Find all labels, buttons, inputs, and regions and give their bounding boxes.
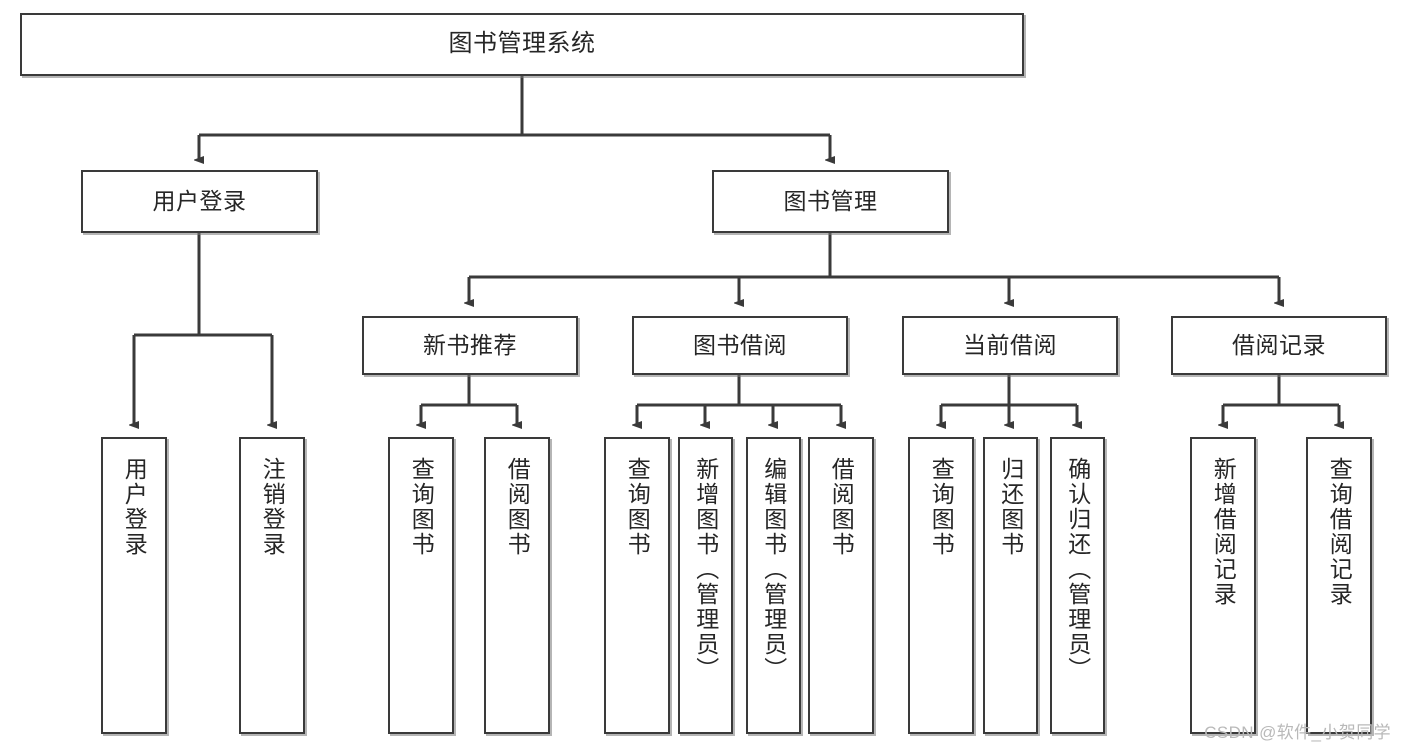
node-borrow-record[interactable]: 借阅记录 (1171, 316, 1387, 375)
node-label: 当前借阅 (963, 331, 1057, 358)
node-label: 归还图书 (997, 457, 1024, 557)
node-label: 借阅图书 (828, 457, 855, 557)
node-label: 注销登录 (259, 457, 286, 557)
leaf-logout[interactable]: 注销登录 (239, 437, 305, 734)
node-label: 确认归还（管理员） (1064, 457, 1091, 682)
leaf-confirm-return-admin[interactable]: 确认归还（管理员） (1050, 437, 1105, 734)
leaf-add-borrow-record[interactable]: 新增借阅记录 (1190, 437, 1256, 734)
node-label: 借阅记录 (1232, 331, 1326, 358)
node-current-borrow[interactable]: 当前借阅 (902, 316, 1118, 375)
node-root-system[interactable]: 图书管理系统 (20, 13, 1024, 76)
node-label: 查询图书 (408, 457, 435, 557)
node-label: 图书管理 (783, 187, 878, 214)
node-label: 借阅图书 (504, 457, 531, 557)
node-new-book-recommend[interactable]: 新书推荐 (362, 316, 578, 375)
leaf-query-borrow-record[interactable]: 查询借阅记录 (1306, 437, 1372, 734)
node-label: 图书管理系统 (448, 30, 596, 58)
watermark-text: CSDN @软件_小贺同学 (1204, 723, 1391, 742)
leaf-edit-book-admin[interactable]: 编辑图书（管理员） (746, 437, 801, 734)
node-label: 新书推荐 (423, 331, 517, 358)
node-label: 查询图书 (928, 457, 955, 557)
leaf-user-login[interactable]: 用户登录 (101, 437, 167, 734)
node-label: 用户登录 (121, 457, 148, 557)
node-label: 查询图书 (624, 457, 651, 557)
leaf-add-book-admin[interactable]: 新增图书（管理员） (678, 437, 733, 734)
node-label: 图书借阅 (693, 331, 787, 358)
node-label: 新增图书（管理员） (692, 457, 719, 682)
leaf-query-book-current[interactable]: 查询图书 (908, 437, 974, 734)
leaf-return-book[interactable]: 归还图书 (983, 437, 1038, 734)
node-book-management[interactable]: 图书管理 (712, 170, 949, 233)
leaf-borrow-book[interactable]: 借阅图书 (808, 437, 874, 734)
node-label: 编辑图书（管理员） (760, 457, 787, 682)
leaf-borrow-book-recommend[interactable]: 借阅图书 (484, 437, 550, 734)
node-label: 用户登录 (152, 187, 247, 214)
node-book-borrow[interactable]: 图书借阅 (632, 316, 848, 375)
leaf-query-book-recommend[interactable]: 查询图书 (388, 437, 454, 734)
leaf-query-book-borrow[interactable]: 查询图书 (604, 437, 670, 734)
node-user-login[interactable]: 用户登录 (81, 170, 318, 233)
node-label: 查询借阅记录 (1326, 457, 1353, 607)
node-label: 新增借阅记录 (1210, 457, 1237, 607)
